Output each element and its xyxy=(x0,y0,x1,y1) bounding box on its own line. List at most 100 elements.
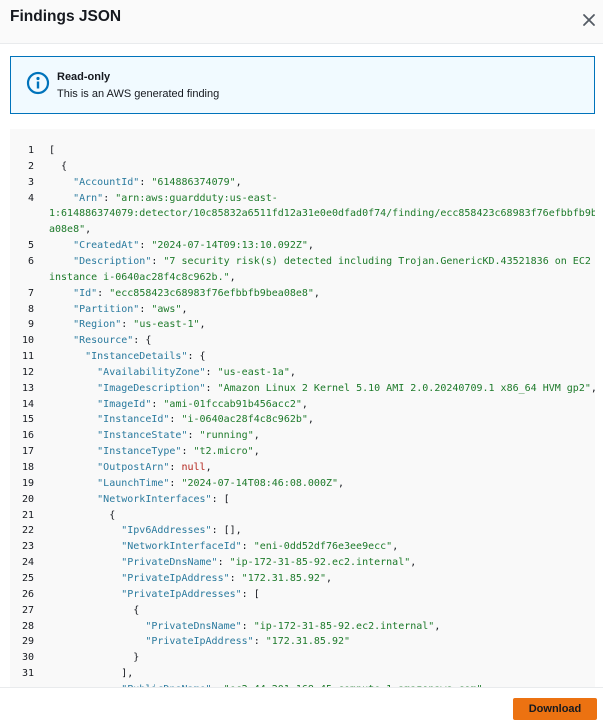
code-token: , xyxy=(181,303,188,315)
modal-title: Findings JSON xyxy=(10,8,122,25)
code-token: : xyxy=(139,303,152,315)
code-token: "ec2-44-201-168-45.compute-1.amazonaws.c… xyxy=(224,684,483,687)
code-line: 23 "NetworkInterfaceId": "eni-0dd52df76e… xyxy=(10,539,595,555)
code-token: "PrivateIpAddresses" xyxy=(49,588,242,600)
code-token: "PrivateDnsName" xyxy=(49,620,242,632)
code-token: "Ipv6Addresses" xyxy=(49,525,212,537)
code-token: : xyxy=(212,684,224,687)
code-line: 9 "Region": "us-east-1", xyxy=(10,317,595,333)
code-token: "ecc858423c68983f76efbbfb9bea08e8" xyxy=(109,287,314,299)
code-token: , xyxy=(392,541,399,553)
code-text: "InstanceDetails": { xyxy=(49,349,206,365)
line-number: 11 xyxy=(21,351,34,363)
code-token: "NetworkInterfaces" xyxy=(49,493,212,505)
code-line: 14 "ImageId": "ami-01fccab91b456acc2", xyxy=(10,397,595,413)
info-icon xyxy=(26,71,50,95)
code-text: "InstanceState": "running", xyxy=(49,428,260,444)
code-line: 13 "ImageDescription": "Amazon Linux 2 K… xyxy=(10,381,595,397)
code-line: 26 "PrivateIpAddresses": [ xyxy=(10,587,595,603)
code-line: 18 "OutpostArn": null, xyxy=(10,460,595,476)
code-token: "t2.micro" xyxy=(193,446,254,458)
download-button[interactable]: Download xyxy=(513,698,597,720)
line-number: 5 xyxy=(27,240,34,252)
code-text: "CreatedAt": "2024-07-14T09:13:10.092Z", xyxy=(49,238,314,254)
code-token: a08e8" xyxy=(49,224,86,236)
code-token: : xyxy=(103,192,116,204)
code-line: 11 "InstanceDetails": { xyxy=(10,349,595,365)
code-text: "OutpostArn": null, xyxy=(49,460,212,476)
code-token: "AvailabilityZone" xyxy=(49,366,206,378)
code-token: [ xyxy=(49,145,56,156)
line-number: 12 xyxy=(21,366,34,378)
code-line: 8 "Partition": "aws", xyxy=(10,302,595,318)
code-line: 24 "PrivateDnsName": "ip-172-31-85-92.ec… xyxy=(10,555,595,571)
code-token: : xyxy=(181,446,194,458)
code-token: "7 security risk(s) detected including T… xyxy=(163,255,591,267)
code-token: "Description" xyxy=(49,255,152,267)
code-token: "InstanceType" xyxy=(49,446,182,458)
code-token: "us-east-1" xyxy=(133,319,200,331)
code-text: "ImageId": "ami-01fccab91b456acc2", xyxy=(49,397,308,413)
code-line: 27 { xyxy=(10,603,595,619)
line-number: 28 xyxy=(21,620,34,632)
code-token: "i-0640ac28f4c8c962b" xyxy=(181,414,308,426)
code-line: 19 "LaunchTime": "2024-07-14T08:46:08.00… xyxy=(10,476,595,492)
code-text: "NetworkInterfaces": [ xyxy=(49,492,230,508)
line-number: 3 xyxy=(27,176,34,188)
close-button[interactable] xyxy=(578,9,600,31)
code-token: , xyxy=(205,462,212,473)
line-number: 2 xyxy=(27,160,34,172)
code-line: 21 { xyxy=(10,508,595,524)
code-text: "AccountId": "614886374079", xyxy=(49,175,242,191)
code-token: "2024-07-14T09:13:10.092Z" xyxy=(151,240,308,252)
line-number: 17 xyxy=(21,446,34,458)
code-token: , xyxy=(307,414,314,426)
code-token: "InstanceState" xyxy=(49,430,188,442)
line-number: 1 xyxy=(27,145,34,156)
line-number: 4 xyxy=(27,192,34,204)
code-line: 2 { xyxy=(10,159,595,175)
code-token: : xyxy=(241,541,254,553)
code-token: "OutpostArn" xyxy=(49,462,170,473)
code-token: : { xyxy=(187,351,206,363)
code-token: : [ xyxy=(211,493,230,505)
code-token: : xyxy=(205,366,218,378)
code-token: "PublicDnsName" xyxy=(49,684,211,687)
code-line: 31 ], xyxy=(10,666,595,682)
code-token: : xyxy=(169,414,182,426)
code-token: "aws" xyxy=(151,303,182,315)
code-token: "Amazon Linux 2 Kernel 5.10 AMI 2.0.2024… xyxy=(217,382,591,394)
code-text: [ xyxy=(49,143,55,159)
line-number: 18 xyxy=(21,462,34,473)
code-token: , xyxy=(85,224,92,236)
code-token: "us-east-1a" xyxy=(217,366,290,378)
code-token: : [], xyxy=(211,525,242,537)
code-token: "172.31.85.92" xyxy=(265,636,351,648)
code-text: "PrivateIpAddress": "172.31.85.92", xyxy=(49,571,332,587)
code-token: , xyxy=(199,319,206,331)
code-token: null xyxy=(181,462,206,473)
code-text: instance i-0640ac28f4c8c962b.", xyxy=(49,270,236,286)
code-token: , xyxy=(410,557,417,569)
line-number: 13 xyxy=(21,382,34,394)
code-token: { xyxy=(49,604,140,616)
alert-heading: Read-only xyxy=(57,71,111,83)
code-token: "arn:aws:guardduty:us-east- xyxy=(115,192,278,204)
code-line: 1[ xyxy=(10,143,595,159)
line-number: 25 xyxy=(21,572,34,584)
code-line: 1:614886374079:detector/10c85832a6511fd1… xyxy=(10,206,595,222)
code-token: "InstanceDetails" xyxy=(49,351,188,363)
code-text: } xyxy=(49,650,139,666)
code-line: 17 "InstanceType": "t2.micro", xyxy=(10,444,595,460)
line-number: 21 xyxy=(21,509,34,521)
line-number: 14 xyxy=(21,398,34,410)
code-token: "ip-172-31-85-92.ec2.internal" xyxy=(229,557,411,569)
code-token: "Region" xyxy=(49,319,122,331)
code-token: { xyxy=(49,509,116,521)
line-number: 27 xyxy=(21,604,34,616)
code-line: instance i-0640ac28f4c8c962b.", xyxy=(10,270,595,286)
json-code-viewer[interactable]: 1[2 {3 "AccountId": "614886374079",4 "Ar… xyxy=(10,129,595,687)
code-line: 7 "Id": "ecc858423c68983f76efbbfb9bea08e… xyxy=(10,286,595,302)
code-token: , xyxy=(313,287,320,299)
code-token: , xyxy=(325,572,332,584)
